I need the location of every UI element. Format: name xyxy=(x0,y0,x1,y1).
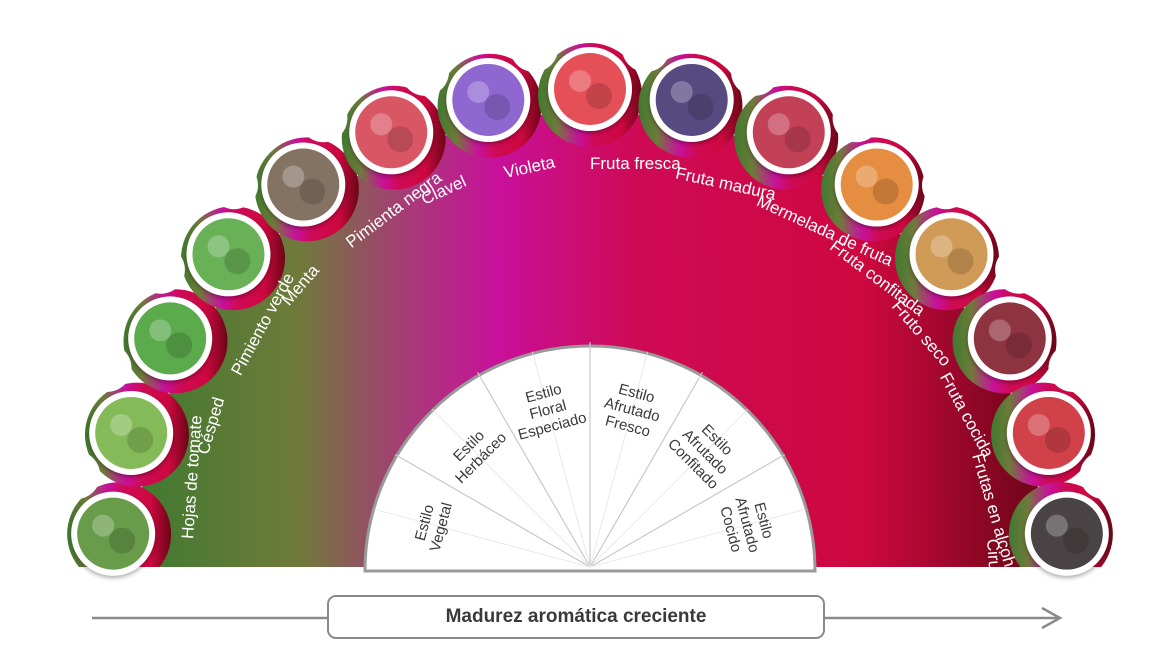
style-semicircle xyxy=(363,342,817,573)
aroma-label: Fruta fresca xyxy=(590,154,681,173)
style-divider xyxy=(589,453,786,568)
aroma-item: Fruta fresca xyxy=(548,47,681,173)
aroma-item: Clavel xyxy=(349,90,469,209)
grass-icon xyxy=(89,390,174,475)
svg-text:EstiloAfrutadoConfitado: EstiloAfrutadoConfitado xyxy=(664,411,745,492)
tomato-leaves-icon xyxy=(71,491,156,576)
style-divider xyxy=(394,453,591,568)
scale-label-box: Madurez aromática creciente xyxy=(327,595,825,639)
aroma-item: Hojas de tomate xyxy=(71,415,206,576)
arrow-head-icon xyxy=(1041,606,1063,630)
violet-icon xyxy=(446,57,531,142)
fruit-jar-icon xyxy=(1006,390,1091,475)
candied-fruit-icon xyxy=(834,142,919,227)
blackberry-icon xyxy=(649,57,734,142)
prunes-icon xyxy=(1024,491,1109,576)
mint-icon xyxy=(186,212,271,297)
style-divider xyxy=(476,371,591,568)
aroma-item: Violeta xyxy=(446,57,557,182)
jam-icon xyxy=(746,90,831,175)
scale-label: Madurez aromática creciente xyxy=(445,606,707,627)
carnation-icon xyxy=(349,90,434,175)
scale-arrow xyxy=(92,606,1063,630)
style-divider xyxy=(589,371,704,568)
strawberry-icon xyxy=(548,47,632,131)
cooked-fruit-icon xyxy=(967,296,1052,381)
style-label: EstiloAfrutadoConfitado xyxy=(664,411,745,493)
black-pepper-icon xyxy=(261,142,346,227)
dried-fruit-icon xyxy=(909,212,994,297)
green-pepper-icon xyxy=(128,296,213,381)
